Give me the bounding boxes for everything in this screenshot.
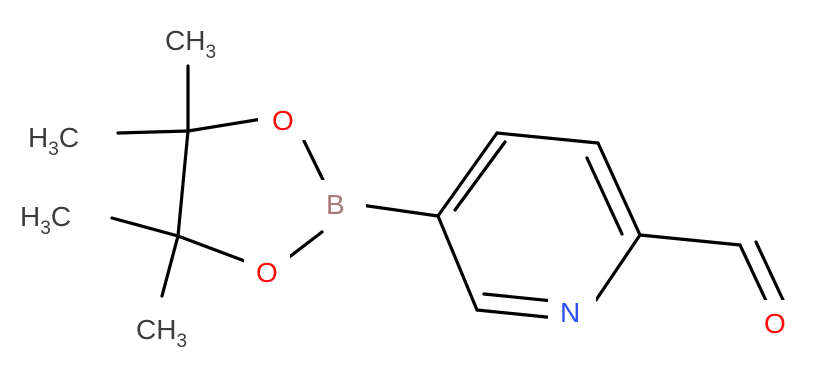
bond-ring-n-c6: [475, 308, 558, 320]
bond-o-lower-b: [286, 230, 324, 260]
bond-ring-c3-c2-inner: [585, 156, 624, 236]
bond-ring-c4-c3: [495, 131, 600, 145]
bond-ring-n-c6-inner: [482, 292, 555, 303]
nitrogen-label: N: [560, 297, 580, 328]
label-masks: [244, 96, 798, 344]
oxygen-label-lower: O: [256, 257, 278, 288]
bond-ring-c4-c4-inner: [453, 140, 507, 212]
methyl-label-upper-left: H3C: [28, 122, 79, 160]
bond-c1-o-upper: [186, 116, 270, 133]
methyl-label-bottom: CH3: [136, 314, 187, 352]
atom-labels: CH3 H3C H3C CH3 O O B N O: [20, 25, 786, 352]
bond-ring-c5-c4: [436, 131, 499, 218]
bond-cho-o-b: [754, 240, 786, 304]
oxygen-label-upper: O: [272, 105, 294, 136]
bond-cho-o-a: [738, 243, 771, 309]
bonds: [110, 64, 786, 320]
bond-c1-c2: [176, 129, 190, 238]
boron-label: B: [326, 189, 345, 220]
bond-c2-h3c-lower: [110, 216, 180, 238]
bond-c2-cho: [638, 233, 742, 247]
bond-c1-h3c-upper: [116, 129, 190, 135]
bond-c2-o-lower: [176, 234, 252, 265]
methyl-label-top: CH3: [165, 25, 216, 63]
bond-c2-ch3-bottom: [160, 234, 180, 298]
oxygen-label-aldehyde: O: [764, 308, 786, 339]
bond-ring-c3-c2: [596, 141, 642, 237]
bond-b-c5: [359, 203, 440, 218]
bond-ring-c6-c5: [436, 214, 479, 312]
bond-ring-c2-n: [594, 233, 642, 302]
methyl-label-lower-left: H3C: [20, 201, 71, 239]
